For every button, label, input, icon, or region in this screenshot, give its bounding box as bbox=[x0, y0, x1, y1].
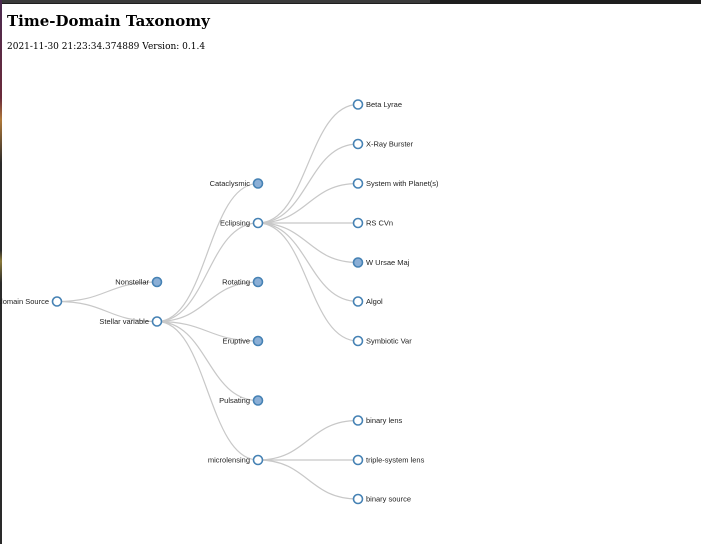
tree-node-x-ray-burster[interactable]: X-Ray Burster bbox=[352, 138, 414, 150]
link-microlensing-to-binary-lens bbox=[257, 419, 359, 461]
node-circle-binary-source[interactable] bbox=[352, 493, 364, 505]
link-eclipsing-to-w-ursae-maj bbox=[257, 222, 359, 264]
node-circle-beta-lyrae[interactable] bbox=[352, 99, 364, 110]
node-label-eruptive: Eruptive bbox=[222, 337, 250, 346]
node-label-binary-source: binary source bbox=[366, 495, 411, 504]
version-label: Version: 0.1.4 bbox=[142, 42, 206, 52]
link-time-domain-source-to-nonstellar bbox=[56, 281, 158, 303]
tree-node-time-domain-source[interactable]: Time-domain Source bbox=[0, 296, 63, 307]
node-circle-rotating[interactable] bbox=[252, 276, 264, 288]
link-time-domain-source-to-stellar-variable bbox=[56, 300, 158, 323]
node-label-rotating: Rotating bbox=[222, 278, 250, 287]
node-label-symbiotic-var: Symbiotic Var bbox=[366, 337, 412, 346]
node-label-x-ray-burster: X-Ray Burster bbox=[366, 140, 414, 149]
link-microlensing-to-binary-source bbox=[257, 459, 359, 500]
tree-node-binary-source[interactable]: binary source bbox=[352, 493, 412, 505]
tree-node-symbiotic-var[interactable]: Symbiotic Var bbox=[352, 335, 413, 347]
node-label-rs-cvn: RS CVn bbox=[366, 219, 393, 228]
page-title: Time-Domain Taxonomy bbox=[7, 12, 210, 30]
link-eclipsing-to-algol bbox=[257, 222, 359, 303]
node-circle-binary-lens[interactable] bbox=[352, 415, 364, 426]
tree-node-rotating[interactable]: Rotating bbox=[222, 276, 264, 288]
link-eclipsing-to-system-with-planet-s bbox=[257, 182, 359, 224]
node-label-beta-lyrae: Beta Lyrae bbox=[366, 100, 402, 109]
node-circle-time-domain-source[interactable] bbox=[51, 296, 63, 307]
link-stellar-variable-to-eruptive bbox=[156, 320, 259, 342]
node-label-system-with-planet-s: System with Planet(s) bbox=[366, 179, 439, 188]
node-label-pulsating: Pulsating bbox=[219, 396, 250, 405]
tree-node-nonstellar[interactable]: Nonstellar bbox=[115, 276, 163, 288]
node-label-nonstellar: Nonstellar bbox=[115, 278, 149, 287]
timestamp: 2021-11-30 21:23:34.374889 bbox=[7, 42, 140, 52]
tree-node-w-ursae-maj[interactable]: W Ursae Maj bbox=[352, 257, 410, 268]
node-circle-x-ray-burster[interactable] bbox=[352, 138, 364, 150]
node-circle-w-ursae-maj[interactable] bbox=[352, 257, 364, 268]
link-stellar-variable-to-rotating bbox=[156, 281, 259, 323]
node-circle-microlensing[interactable] bbox=[252, 454, 264, 466]
window-top-bar-segment bbox=[0, 0, 430, 3]
tree-node-triple-system-lens[interactable]: triple-system lens bbox=[352, 454, 425, 466]
node-circle-pulsating[interactable] bbox=[252, 395, 264, 406]
node-circle-triple-system-lens[interactable] bbox=[352, 454, 364, 466]
tree-node-algol[interactable]: Algol bbox=[352, 296, 384, 307]
tree-node-binary-lens[interactable]: binary lens bbox=[352, 415, 403, 426]
tree-node-pulsating[interactable]: Pulsating bbox=[219, 395, 264, 406]
node-circle-stellar-variable[interactable] bbox=[151, 316, 163, 327]
node-label-time-domain-source: Time-domain Source bbox=[0, 297, 49, 306]
link-eclipsing-to-symbiotic-var bbox=[257, 222, 359, 342]
node-label-stellar-variable: Stellar variable bbox=[99, 317, 149, 326]
node-label-w-ursae-maj: W Ursae Maj bbox=[366, 258, 410, 267]
node-label-binary-lens: binary lens bbox=[366, 416, 403, 425]
node-circle-nonstellar[interactable] bbox=[151, 276, 163, 288]
node-circle-algol[interactable] bbox=[352, 296, 364, 307]
tree-node-cataclysmic[interactable]: Cataclysmic bbox=[210, 178, 264, 189]
node-label-microlensing: microlensing bbox=[208, 456, 250, 465]
link-stellar-variable-to-pulsating bbox=[156, 320, 259, 402]
tree-node-beta-lyrae[interactable]: Beta Lyrae bbox=[352, 99, 403, 110]
tree-node-stellar-variable[interactable]: Stellar variable bbox=[99, 316, 163, 327]
link-stellar-variable-to-microlensing bbox=[156, 320, 259, 461]
timestamp-version-line: 2021-11-30 21:23:34.374889 Version: 0.1.… bbox=[7, 42, 205, 52]
tree-node-eclipsing[interactable]: Eclipsing bbox=[220, 217, 264, 229]
node-circle-eruptive[interactable] bbox=[252, 335, 264, 347]
node-label-cataclysmic: Cataclysmic bbox=[210, 179, 251, 188]
node-circle-eclipsing[interactable] bbox=[252, 217, 264, 229]
tree-node-system-with-planet-s[interactable]: System with Planet(s) bbox=[352, 178, 440, 189]
background-window-edge bbox=[0, 0, 2, 544]
node-circle-system-with-planet-s[interactable] bbox=[352, 178, 364, 189]
tree-node-rs-cvn[interactable]: RS CVn bbox=[352, 217, 394, 229]
link-stellar-variable-to-eclipsing bbox=[156, 222, 259, 323]
link-eclipsing-to-x-ray-burster bbox=[257, 143, 359, 224]
node-circle-symbiotic-var[interactable] bbox=[352, 335, 364, 347]
tree-node-microlensing[interactable]: microlensing bbox=[208, 454, 264, 466]
window-top-bar bbox=[0, 0, 701, 4]
link-eclipsing-to-beta-lyrae bbox=[257, 103, 359, 224]
node-label-eclipsing: Eclipsing bbox=[220, 219, 250, 228]
node-label-triple-system-lens: triple-system lens bbox=[366, 456, 425, 465]
node-circle-cataclysmic[interactable] bbox=[252, 178, 264, 189]
node-circle-rs-cvn[interactable] bbox=[352, 217, 364, 229]
link-stellar-variable-to-cataclysmic bbox=[156, 182, 259, 323]
tree-node-eruptive[interactable]: Eruptive bbox=[222, 335, 264, 347]
node-label-algol: Algol bbox=[366, 297, 383, 306]
